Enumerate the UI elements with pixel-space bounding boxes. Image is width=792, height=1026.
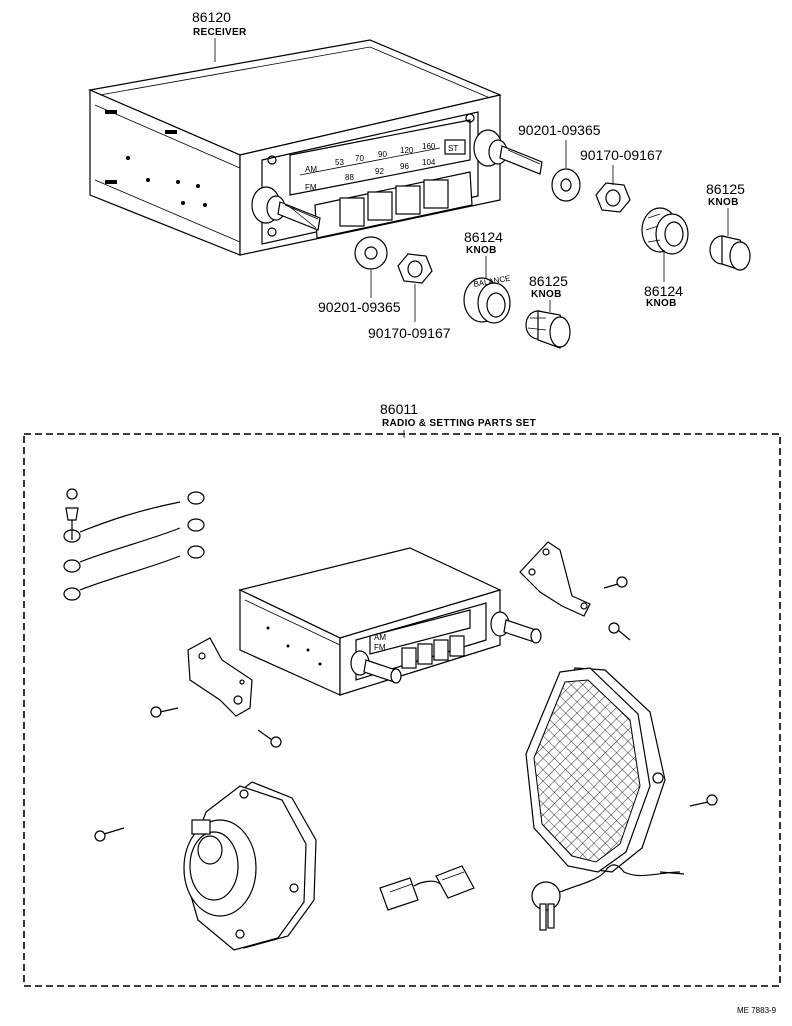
screw-6 bbox=[689, 794, 718, 807]
knob-large-right-part-number: 86125 bbox=[706, 181, 745, 197]
washer-right bbox=[551, 168, 581, 202]
knob-small-left-part-number: 86125 bbox=[529, 273, 568, 289]
knob-ring-right bbox=[641, 207, 689, 255]
screw-4 bbox=[608, 622, 631, 641]
left-bracket bbox=[187, 637, 253, 717]
washer-left-part-number: 90201-09365 bbox=[318, 299, 401, 315]
svg-text:90: 90 bbox=[378, 150, 387, 159]
nut-right-part-number: 90170-09167 bbox=[580, 147, 663, 163]
svg-text:120: 120 bbox=[400, 146, 414, 155]
speaker bbox=[183, 781, 317, 951]
washer-left bbox=[354, 236, 388, 270]
svg-text:160: 160 bbox=[422, 142, 436, 151]
knob-ring-right-part-number: 86124 bbox=[644, 283, 683, 299]
svg-text:88: 88 bbox=[345, 173, 354, 182]
knob-large-right-name: KNOB bbox=[708, 197, 739, 208]
ground-wires bbox=[63, 488, 205, 601]
screw-5 bbox=[94, 827, 125, 842]
nut-left-part-number: 90170-09167 bbox=[368, 325, 451, 341]
radio-am-label: AM bbox=[374, 633, 386, 642]
nut-left bbox=[397, 253, 433, 284]
svg-text:104: 104 bbox=[422, 158, 436, 167]
parts-set-part-number: 86011 bbox=[380, 401, 418, 417]
radio-fm-label: FM bbox=[374, 643, 386, 652]
receiver-part-number: 86120 bbox=[192, 9, 231, 25]
knob-ring-right-name: KNOB bbox=[646, 298, 677, 309]
dial-am-label: AM bbox=[305, 165, 317, 174]
svg-text:92: 92 bbox=[375, 167, 384, 176]
receiver-name: RECEIVER bbox=[193, 27, 247, 38]
knob-small-left bbox=[525, 310, 571, 349]
svg-text:96: 96 bbox=[400, 162, 409, 171]
dial-fm-label: FM bbox=[305, 183, 317, 192]
footer-code: ME 7883-9 bbox=[737, 1006, 777, 1015]
knob-large-right bbox=[709, 235, 751, 271]
receiver-unit: AM FM 53 70 90 120 160 88 92 96 104 ST bbox=[87, 39, 543, 256]
screw-2 bbox=[257, 729, 282, 748]
right-bracket bbox=[519, 541, 591, 617]
noise-filter bbox=[531, 864, 685, 931]
nut-right bbox=[595, 182, 631, 213]
radio-unit: AM FM bbox=[238, 547, 542, 696]
knob-ring-left: BALANCE bbox=[463, 274, 511, 324]
knob-ring-left-part-number: 86124 bbox=[464, 229, 503, 245]
speaker-grille bbox=[525, 667, 666, 873]
screw-1 bbox=[150, 706, 179, 718]
knob-ring-left-name: KNOB bbox=[466, 245, 497, 256]
parts-set-frame bbox=[23, 433, 781, 987]
svg-text:70: 70 bbox=[355, 154, 364, 163]
svg-text:53: 53 bbox=[335, 158, 344, 167]
knob-small-left-name: KNOB bbox=[531, 289, 562, 300]
dial-st-label: ST bbox=[448, 144, 458, 153]
washer-right-part-number: 90201-09365 bbox=[518, 122, 601, 138]
connector bbox=[379, 865, 475, 911]
screw-3 bbox=[603, 576, 628, 589]
parts-set-name: RADIO & SETTING PARTS SET bbox=[382, 418, 536, 429]
